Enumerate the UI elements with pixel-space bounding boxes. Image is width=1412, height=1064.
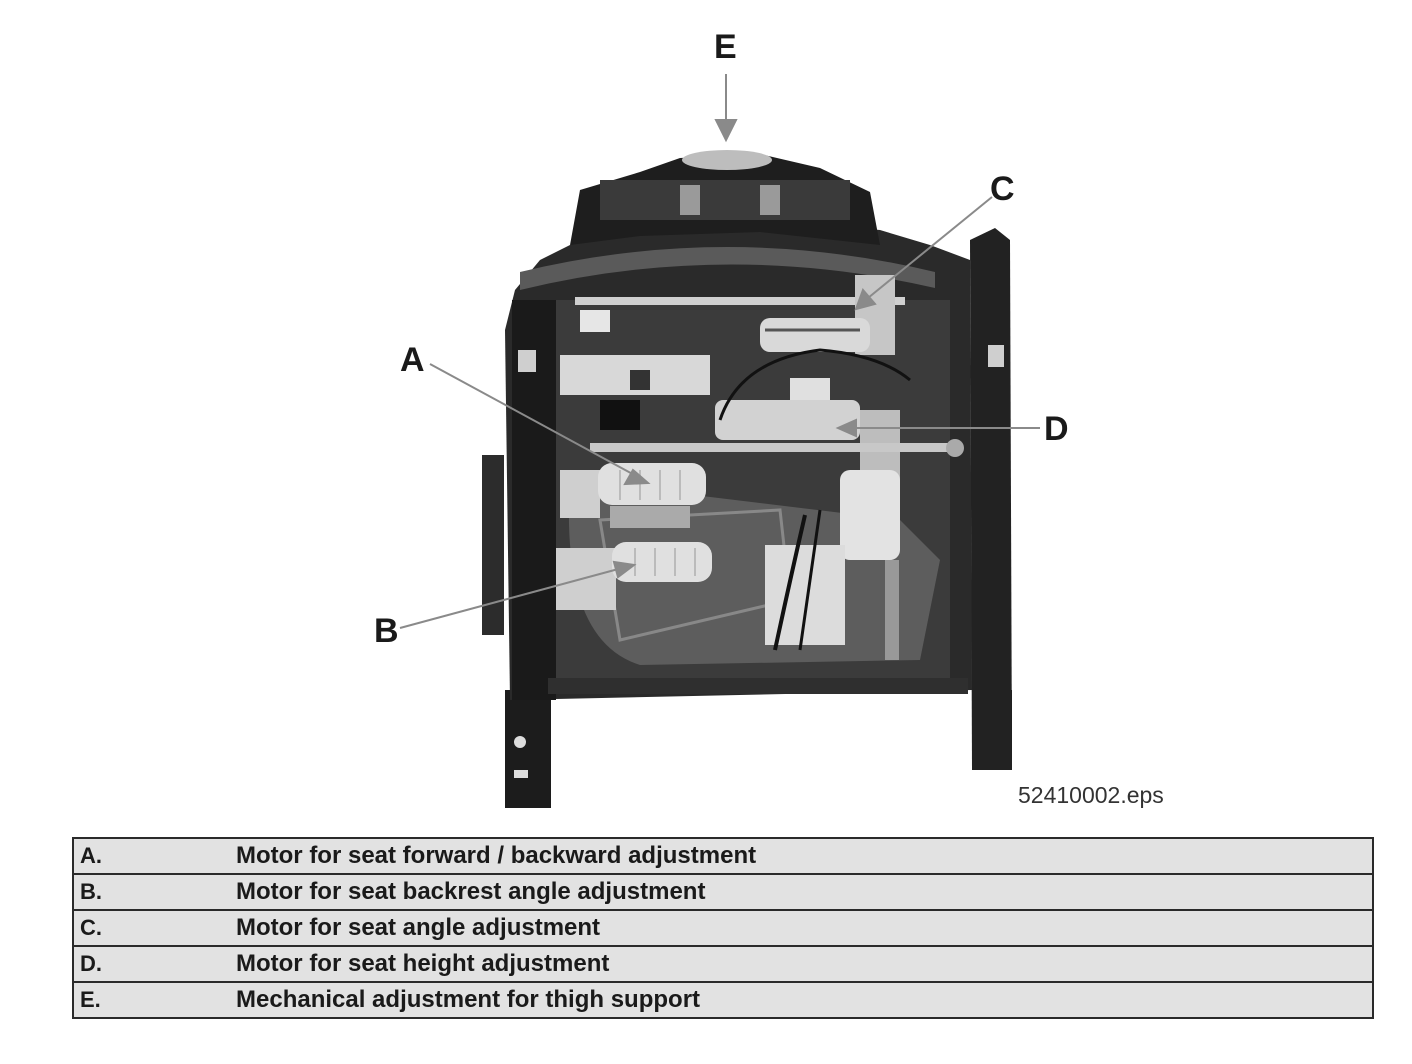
legend-row: A. Motor for seat forward / backward adj… <box>72 837 1374 875</box>
legend-row: B. Motor for seat backrest angle adjustm… <box>72 873 1374 911</box>
leader-line-d <box>835 418 1040 438</box>
legend-code: B. <box>72 873 230 911</box>
legend-description: Mechanical adjustment for thigh support <box>230 981 1374 1019</box>
callout-c: C <box>990 170 1015 208</box>
seat-frame-photo <box>399 74 1040 808</box>
leader-line-e <box>714 74 738 143</box>
callout-b: B <box>374 612 399 650</box>
callout-a: A <box>400 341 425 379</box>
leader-line-c <box>854 196 993 311</box>
callout-d: D <box>1044 410 1069 448</box>
legend-code: E. <box>72 981 230 1019</box>
callout-e: E <box>714 28 737 66</box>
leader-line-b <box>399 560 637 629</box>
legend-description: Motor for seat height adjustment <box>230 945 1374 983</box>
legend-row: C. Motor for seat angle adjustment <box>72 909 1374 947</box>
legend-table: A. Motor for seat forward / backward adj… <box>72 837 1374 1019</box>
legend-description: Motor for seat forward / backward adjust… <box>230 837 1374 875</box>
leader-lines <box>399 74 1040 629</box>
legend-code: C. <box>72 909 230 947</box>
legend-code: D. <box>72 945 230 983</box>
legend-description: Motor for seat backrest angle adjustment <box>230 873 1374 911</box>
figure-filename: 52410002.eps <box>1018 782 1164 808</box>
legend-description: Motor for seat angle adjustment <box>230 909 1374 947</box>
legend-row: D. Motor for seat height adjustment <box>72 945 1374 983</box>
seat-frame <box>482 150 1012 808</box>
legend-code: A. <box>72 837 230 875</box>
leader-line-a <box>429 363 651 486</box>
legend-row: E. Mechanical adjustment for thigh suppo… <box>72 981 1374 1019</box>
